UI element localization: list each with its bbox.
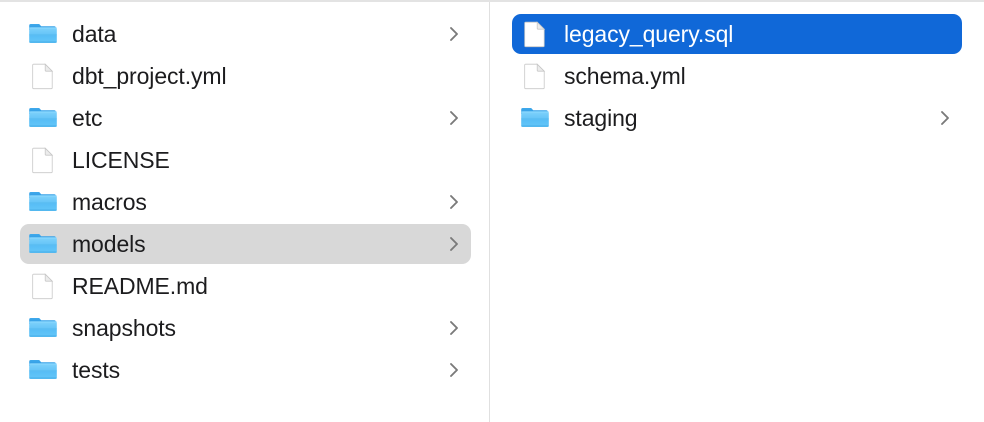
file-row[interactable]: snapshots [20, 308, 471, 348]
file-row[interactable]: etc [20, 98, 471, 138]
folder-icon [28, 19, 58, 49]
file-row[interactable]: macros [20, 182, 471, 222]
chevron-right-icon [447, 233, 461, 255]
folder-icon [28, 313, 58, 343]
chevron-right-icon [447, 107, 461, 129]
file-icon [520, 61, 550, 91]
folder-icon [28, 355, 58, 385]
folder-icon [28, 103, 58, 133]
file-icon [28, 145, 58, 175]
chevron-right-icon [447, 317, 461, 339]
file-row-label: macros [72, 189, 147, 215]
file-row-label: data [72, 21, 117, 47]
file-row[interactable]: data [20, 14, 471, 54]
file-row-label: schema.yml [564, 63, 686, 89]
column-child: legacy_query.sql schema.yml staging [490, 2, 984, 422]
file-row[interactable]: README.md [20, 266, 471, 306]
file-row-label: models [72, 231, 146, 257]
file-row-label: dbt_project.yml [72, 63, 227, 89]
chevron-right-icon [447, 23, 461, 45]
chevron-right-icon [938, 107, 952, 129]
folder-icon [28, 229, 58, 259]
file-row-label: tests [72, 357, 121, 383]
chevron-right-icon [447, 191, 461, 213]
file-icon [28, 61, 58, 91]
file-row-label: legacy_query.sql [564, 21, 734, 47]
file-row[interactable]: staging [512, 98, 962, 138]
file-row[interactable]: legacy_query.sql [512, 14, 962, 54]
file-icon [28, 271, 58, 301]
folder-icon [520, 103, 550, 133]
file-row[interactable]: schema.yml [512, 56, 962, 96]
file-icon [520, 19, 550, 49]
file-row[interactable]: models [20, 224, 471, 264]
file-row[interactable]: LICENSE [20, 140, 471, 180]
file-row-label: LICENSE [72, 147, 170, 173]
file-row-label: snapshots [72, 315, 176, 341]
folder-icon [28, 187, 58, 217]
chevron-right-icon [447, 359, 461, 381]
file-row[interactable]: dbt_project.yml [20, 56, 471, 96]
file-row-label: staging [564, 105, 638, 131]
file-row[interactable]: tests [20, 350, 471, 390]
file-row-label: README.md [72, 273, 208, 299]
file-row-label: etc [72, 105, 103, 131]
